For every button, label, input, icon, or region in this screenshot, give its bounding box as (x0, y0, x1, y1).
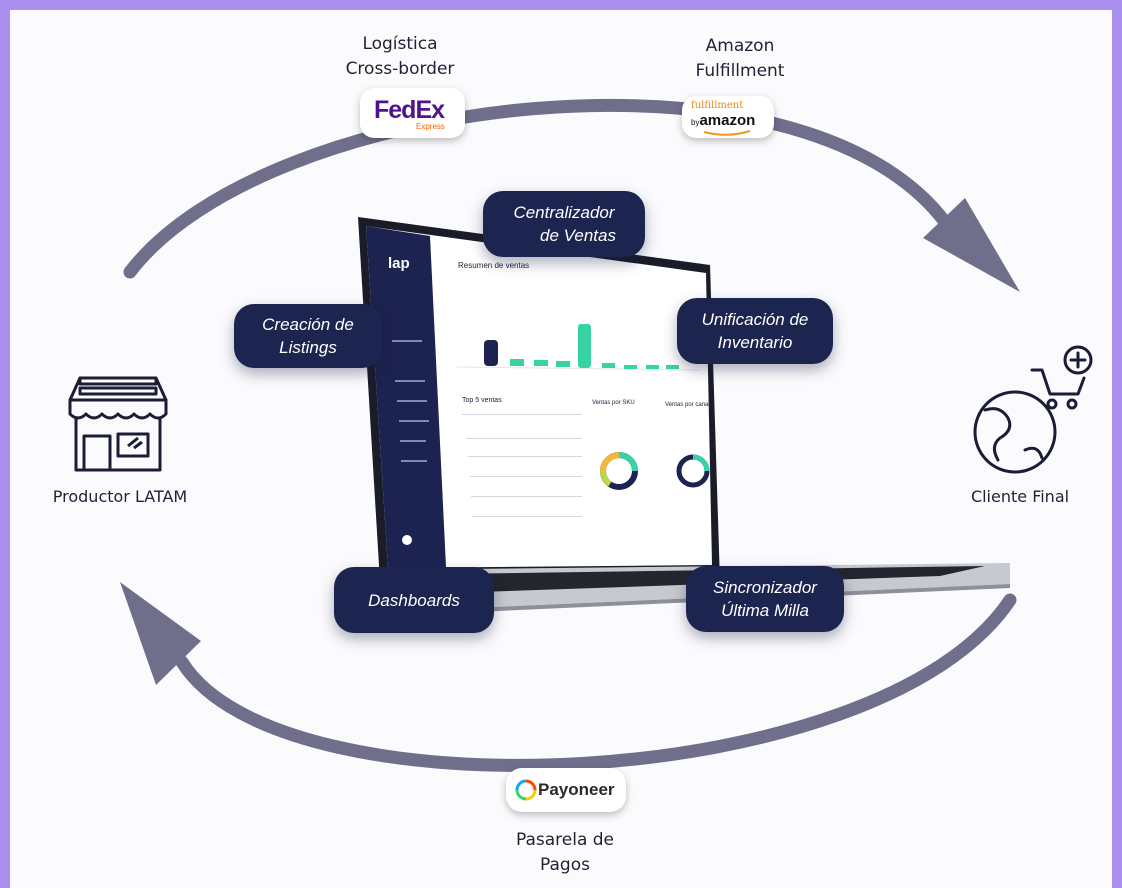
bar-chart (456, 324, 701, 371)
laptop-mockup: lap Resumen de ventas Top 5 ventas (358, 217, 1010, 614)
screen-brand: lap (388, 255, 410, 272)
fedex-logo-text: FedEx (374, 96, 445, 124)
sincronizador-line2: Última Milla (721, 601, 809, 620)
bar (602, 363, 615, 368)
bar (510, 359, 524, 366)
bar (624, 365, 637, 369)
bar (578, 324, 591, 368)
payoneer-caption-line1: Pasarela de (515, 830, 615, 850)
payoneer-logo-text: Payoneer (538, 780, 615, 799)
amazon-caption: Amazon Fulfillment (650, 34, 830, 84)
amazon-caption-line1: Amazon (705, 36, 775, 56)
payoneer-logo: Payoneer (506, 768, 626, 812)
creacion-line2: Listings (279, 338, 337, 357)
centralizador-pill: Centralizador de Ventas (483, 191, 645, 257)
screen-channel-chart: Ventas por canal (665, 402, 710, 408)
amazon-smile-icon (703, 130, 751, 136)
client-label: Cliente Final (970, 487, 1070, 506)
creacion-line1: Creación de (262, 315, 354, 334)
payoneer-ring-icon (515, 779, 537, 801)
dashboards-pill: Dashboards (334, 567, 494, 633)
fedex-logo-sub: Express (416, 122, 445, 131)
sku-donut (600, 452, 638, 490)
sincronizador-line1: Sincronizador (713, 578, 817, 597)
creacion-pill: Creación de Listings (234, 304, 382, 368)
bar (534, 360, 548, 366)
top-arrowhead (923, 198, 1020, 292)
amazon-logo: fulfillment byamazon (682, 96, 774, 138)
fedex-caption-line1: Logística (362, 34, 438, 54)
screen-sidebar (366, 226, 446, 568)
screen-top-sales: Top 5 ventas (462, 397, 502, 404)
fedex-logo: FedEx Express (360, 88, 465, 138)
payoneer-caption-line2: Pagos (540, 855, 590, 875)
diagram-canvas: lap Resumen de ventas Top 5 ventas (10, 10, 1112, 888)
globe-cart-icon (973, 345, 1093, 474)
bar (556, 361, 570, 367)
bar (646, 365, 659, 369)
top-arc (123, 98, 952, 279)
channel-donut (676, 454, 710, 488)
screen-sku-chart: Ventas por SKU (592, 400, 635, 406)
bar (666, 365, 679, 369)
amazon-logo-by: by (691, 118, 700, 127)
flow-arrows (120, 98, 1020, 772)
amazon-logo-top: fulfillment (691, 100, 744, 111)
amazon-caption-line2: Fulfillment (695, 61, 785, 81)
unificacion-pill: Unificación de Inventario (677, 298, 833, 364)
sales-table (462, 414, 582, 517)
payoneer-caption: Pasarela de Pagos (475, 828, 655, 878)
screen-title: Resumen de ventas (458, 261, 529, 270)
unificacion-line1: Unificación de (701, 310, 809, 329)
bottom-arrowhead (120, 582, 201, 685)
dashboards-line1: Dashboards (368, 590, 460, 610)
fedex-caption-line2: Cross-border (345, 59, 455, 79)
centralizador-line1: Centralizador (513, 203, 615, 222)
amazon-logo-text: amazon (699, 112, 756, 129)
bottom-arc (175, 593, 1017, 772)
producer-label: Productor LATAM (52, 487, 188, 506)
unificacion-line2: Inventario (717, 333, 793, 352)
centralizador-line2: de Ventas (540, 226, 616, 245)
bar (484, 340, 498, 366)
store-icon (68, 376, 168, 472)
fedex-caption: Logística Cross-border (310, 32, 490, 82)
